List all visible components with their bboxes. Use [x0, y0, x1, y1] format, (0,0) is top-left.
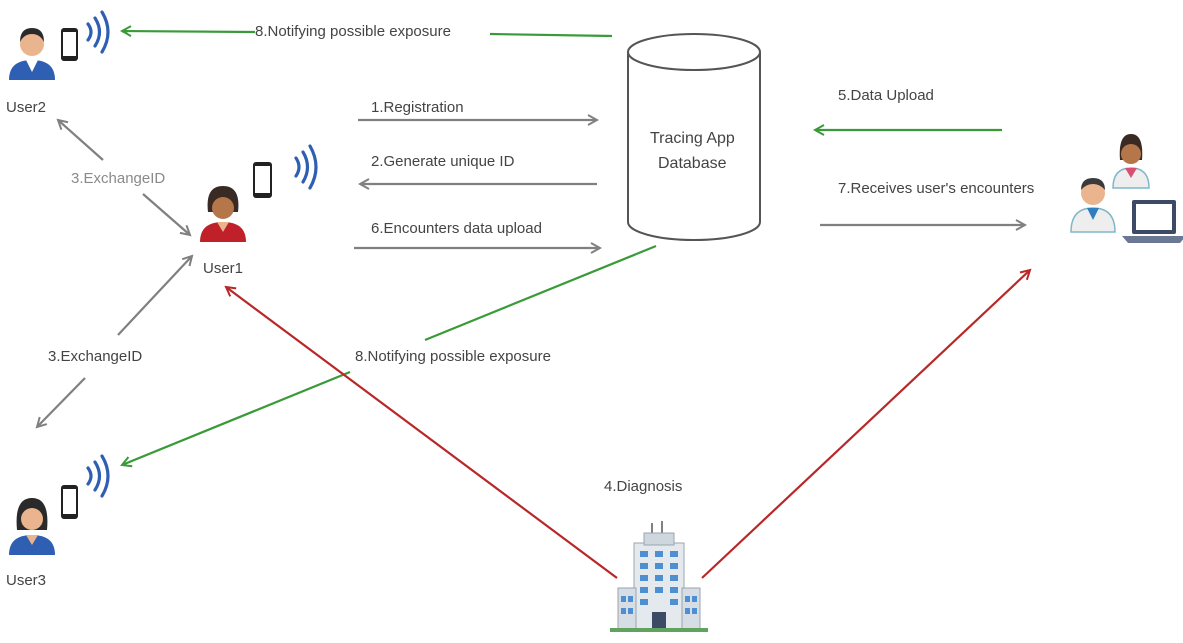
database-label-line2: Database: [658, 155, 727, 172]
user1-signal-icon: [294, 144, 318, 190]
user1-phone-icon: [253, 162, 272, 198]
step-notify-mid-label: 8.Notifying possible exposure: [355, 348, 551, 365]
arrow-exchange-user2: [58, 120, 104, 161]
female-doctor-icon: [1112, 134, 1150, 189]
arrow-notify-user3-a: [424, 244, 657, 342]
user3-label: User3: [6, 572, 47, 589]
user3-avatar-icon: [9, 498, 55, 555]
arrow-notify-user2-a: [489, 32, 613, 38]
arrow-exchange-user3: [37, 377, 86, 427]
user2-avatar-icon: [9, 28, 55, 80]
user3-signal-icon: [86, 454, 110, 498]
arrow-notify-user2-b: [122, 31, 256, 32]
step-registration-label: 1.Registration: [371, 99, 464, 116]
step-exchange-id-bottom-label: 3.ExchangeID: [48, 348, 143, 365]
step-encounters-upload-label: 6.Encounters data upload: [371, 220, 542, 237]
step-data-upload-label: 5.Data Upload: [838, 87, 934, 104]
arrow-notify-user3-b: [122, 370, 351, 465]
step-diagnosis-label: 4.Diagnosis: [604, 478, 683, 495]
arrow-exchange-user1-bottom: [117, 256, 192, 336]
arrow-diagnosis-user1: [226, 287, 618, 579]
database-label-line1: Tracing App: [650, 130, 735, 147]
user2-phone-icon: [61, 28, 78, 61]
arrow-diagnosis-doctors: [701, 270, 1030, 579]
user1-avatar-icon: [200, 186, 246, 242]
database-cylinder: [627, 33, 761, 241]
step-generate-id-label: 2.Generate unique ID: [371, 153, 515, 170]
arrow-exchange-user1-top: [142, 193, 190, 235]
user1-label: User1: [203, 260, 244, 277]
hospital-building-icon: [610, 521, 708, 632]
user2-signal-icon: [86, 10, 110, 54]
step-notify-top-label: 8.Notifying possible exposure: [255, 23, 451, 40]
male-doctor-icon: [1070, 178, 1116, 233]
user3-phone-icon: [61, 485, 78, 519]
step-exchange-id-top-label: 3.ExchangeID: [71, 170, 166, 187]
laptop-icon: [1122, 200, 1183, 243]
step-receives-encounters-label: 7.Receives user's encounters: [838, 180, 1035, 197]
user2-label: User2: [6, 99, 47, 116]
